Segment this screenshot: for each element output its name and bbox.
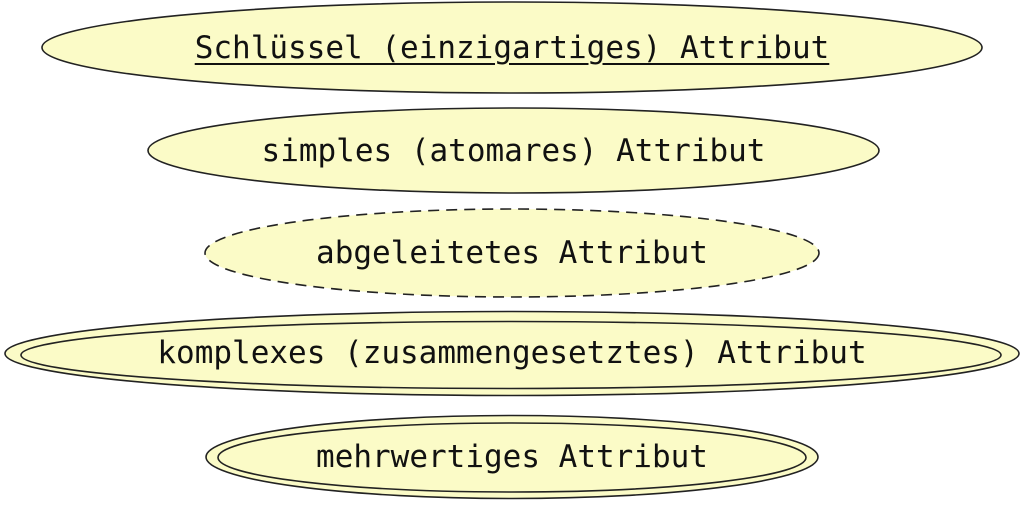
ellipse-composite-attribute: komplexes (zusammengesetztes) Attribut — [5, 310, 1019, 396]
simple-attribute-ellipse-shape — [147, 107, 880, 194]
composite-attribute-ellipse-inner-shape — [20, 320, 1002, 390]
multivalued-attribute-ellipse-inner-shape — [217, 422, 807, 493]
composite-attribute-label: komplexes (zusammengesetztes) Attribut — [157, 335, 867, 371]
multivalued-attribute-label: mehrwertiges Attribut — [316, 438, 708, 475]
ellipse-derived-attribute: abgeleitetes Attribut — [205, 209, 819, 297]
derived-attribute-label: abgeleitetes Attribut — [316, 235, 708, 271]
key-attribute-label: Schlüssel (einzigartiges) Attribut — [194, 29, 830, 66]
ellipse-simple-attribute: simples (atomares) Attribut — [148, 108, 879, 193]
multivalued-attribute-ellipse-outer-shape — [205, 414, 819, 500]
ellipse-key-attribute: Schlüssel (einzigartiges) Attribut — [42, 2, 982, 93]
simple-attribute-label: simples (atomares) Attribut — [261, 132, 766, 169]
derived-attribute-ellipse-shape — [204, 208, 820, 298]
key-attribute-ellipse-shape — [41, 1, 983, 94]
composite-attribute-ellipse-outer-shape — [4, 310, 1020, 397]
ellipse-multivalued-attribute: mehrwertiges Attribut — [206, 414, 818, 499]
